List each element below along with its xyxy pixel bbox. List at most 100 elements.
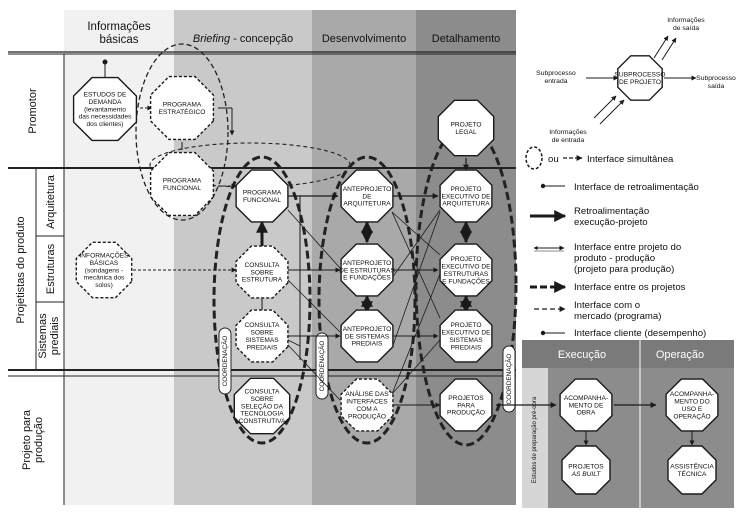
node-shape [340,169,394,223]
row-label-projetistas: Projetistas do produto [15,216,27,323]
node-shape [235,309,289,363]
row-label-estruturas: Estruturas [45,243,57,294]
row-label-arquitetura: Arquitetura [45,174,57,229]
node-shape [439,378,493,432]
svg-text:Interface simultânea: Interface simultânea [587,154,674,165]
node-shape [75,241,133,299]
node-shape [235,245,289,299]
row-label-producao: Projeto paraprodução [21,409,45,470]
node-shape [439,169,493,223]
svg-text:COORDENAÇÃO: COORDENAÇÃO [220,336,229,387]
node-shape [559,378,613,432]
row-label-sistemas: Sistemasprediais [37,313,61,359]
node-shape [149,75,215,141]
node-shape [233,377,291,435]
row-label-promotor: Promotor [27,88,39,134]
node-shape [340,309,394,363]
coordenacao-pill-1: COORDENAÇÃO [218,327,232,395]
node-shape [439,243,493,297]
svg-text:COORDENAÇÃO: COORDENAÇÃO [317,341,326,392]
header-operacao: Operação [656,349,704,361]
node-shape [72,76,138,142]
programa-ellipse [135,43,229,221]
legend: ou Interface simultânea Interface de ret… [525,146,706,339]
svg-text:Interface entre os projetos: Interface entre os projetos [574,282,686,293]
node-shape [437,99,495,157]
node-shape [561,445,611,495]
coordenacao-pill-3: COORDENAÇÃO [502,345,516,413]
node-shape [665,378,719,432]
node-shape [340,378,394,432]
header-desenvolvimento: Desenvolvimento [322,33,406,45]
node-shape [439,309,493,363]
node-shape [149,151,215,217]
header-detalhamento: Detalhamento [432,33,501,45]
node-shape [235,169,289,223]
coordination-ellipse-briefing [212,155,312,445]
svg-text:Interface de retroalimentação: Interface de retroalimentação [574,182,699,193]
header-briefing: Briefing - concepção [193,33,293,45]
coordenacao-pill-2: COORDENAÇÃO [315,332,329,400]
svg-text:COORDENAÇÃO: COORDENAÇÃO [504,354,513,405]
svg-text:Interface cliente (desempenho): Interface cliente (desempenho) [574,328,706,339]
band-estudos [522,368,548,508]
svg-text:ou: ou [548,154,559,165]
node-shape [617,55,663,101]
estudos-preparacao-label: Estudos de preparação pré-obra [532,396,538,483]
node-shape [667,445,717,495]
